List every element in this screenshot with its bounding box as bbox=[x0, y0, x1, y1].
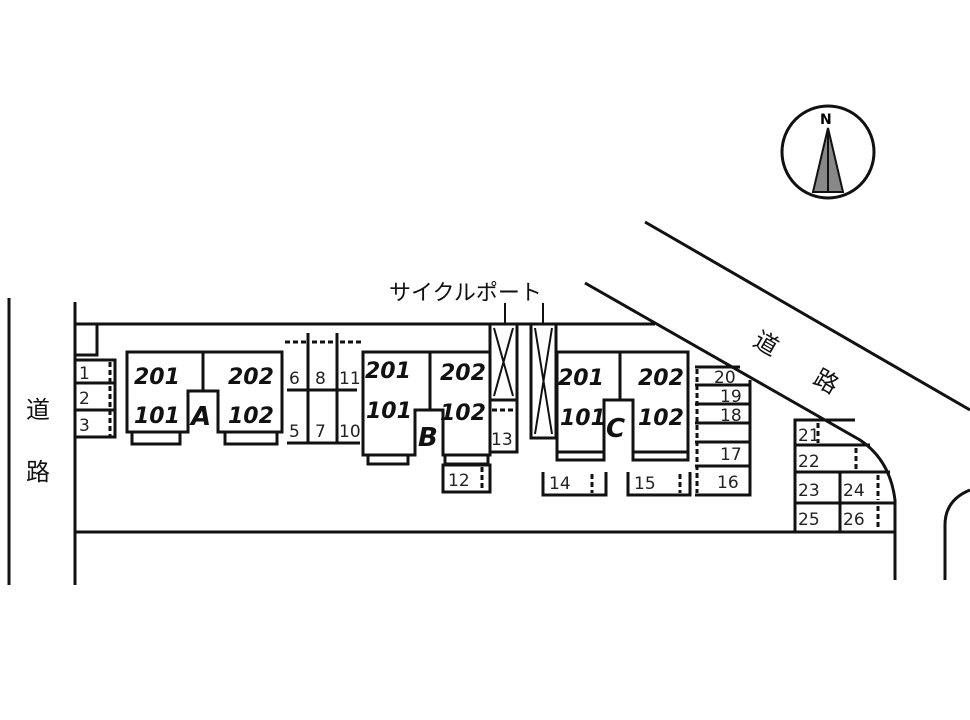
unit-a-102: 102 bbox=[228, 404, 274, 429]
parking-1: 1 bbox=[79, 364, 90, 384]
parking-25: 25 bbox=[798, 510, 820, 530]
parking-7: 7 bbox=[315, 422, 326, 442]
parking-10: 10 bbox=[339, 422, 361, 442]
parking-22: 22 bbox=[798, 452, 820, 472]
unit-b-202: 202 bbox=[440, 361, 486, 386]
parking-group-5-11: 6 8 11 5 7 10 bbox=[285, 333, 362, 445]
unit-c-101: 101 bbox=[560, 406, 606, 431]
unit-b-102: 102 bbox=[440, 401, 486, 426]
parking-14-15: 14 15 bbox=[541, 472, 692, 497]
building-b: 201 202 101 102 B bbox=[361, 350, 492, 466]
parking-3: 3 bbox=[79, 416, 90, 436]
parking-11: 11 bbox=[339, 369, 361, 389]
parking-5: 5 bbox=[289, 422, 300, 442]
parking-6: 6 bbox=[289, 369, 300, 389]
parking-26: 26 bbox=[843, 510, 865, 530]
unit-a-101: 101 bbox=[134, 404, 180, 429]
unit-c-102: 102 bbox=[638, 406, 684, 431]
unit-b-201: 201 bbox=[365, 359, 411, 384]
road-edge-right bbox=[943, 488, 970, 580]
road-edge-diagonal-inner bbox=[584, 281, 897, 532]
building-c-label: C bbox=[606, 414, 625, 444]
building-b-label: B bbox=[418, 423, 438, 453]
parking-20: 20 bbox=[714, 368, 736, 388]
parking-13: 13 bbox=[491, 430, 513, 450]
north-compass-icon: N bbox=[780, 104, 876, 200]
road-label-diag-1: 道 bbox=[749, 326, 784, 362]
parking-16: 16 bbox=[717, 473, 739, 493]
road-label-left-2: 路 bbox=[26, 458, 50, 486]
parking-24: 24 bbox=[843, 481, 865, 501]
cycle-port-label: サイクルポート bbox=[389, 281, 542, 306]
parking-12: 12 bbox=[441, 463, 492, 494]
unit-a-201: 201 bbox=[134, 365, 180, 390]
building-a: 201 202 101 102 A bbox=[125, 350, 284, 446]
parking-18: 18 bbox=[720, 406, 742, 426]
compass-label: N bbox=[820, 112, 832, 128]
unit-c-201: 201 bbox=[558, 366, 604, 391]
parking-8: 8 bbox=[315, 369, 326, 389]
parking-2: 2 bbox=[79, 389, 90, 409]
parking-17: 17 bbox=[720, 445, 742, 465]
parking-15: 15 bbox=[634, 474, 656, 494]
parking-21: 21 bbox=[798, 426, 820, 446]
road-label-diag-2: 路 bbox=[809, 364, 844, 400]
road-label-left-1: 道 bbox=[26, 396, 50, 424]
parking-14: 14 bbox=[549, 474, 571, 494]
unit-c-202: 202 bbox=[638, 366, 684, 391]
site-boundary bbox=[73, 302, 897, 585]
cycle-port: 13 サイクルポート bbox=[389, 281, 558, 454]
parking-19: 19 bbox=[720, 387, 742, 407]
unit-a-202: 202 bbox=[228, 365, 274, 390]
parking-23: 23 bbox=[798, 481, 820, 501]
road-edge-diagonal-outer bbox=[644, 220, 970, 412]
utility-box bbox=[73, 322, 99, 357]
svg-text:12: 12 bbox=[448, 471, 470, 491]
parking-group-21-26: 21 22 23 24 25 26 bbox=[793, 418, 895, 532]
parking-group-1-3: 1 2 3 bbox=[73, 358, 117, 439]
unit-b-101: 101 bbox=[366, 399, 412, 424]
building-a-label: A bbox=[189, 402, 211, 432]
parking-group-16-20: 20 19 18 17 16 bbox=[695, 365, 752, 497]
building-c: 201 202 101 102 C bbox=[555, 350, 690, 462]
